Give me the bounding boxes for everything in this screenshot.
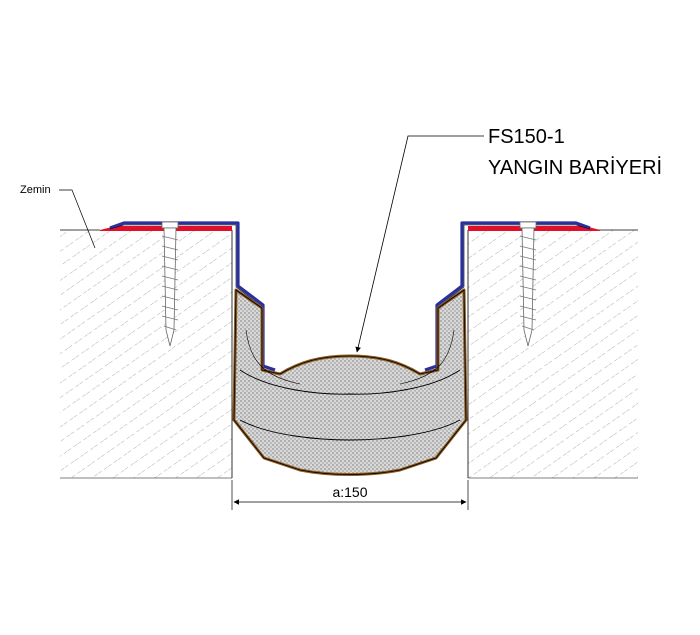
ground-label-group: Zemin: [20, 184, 96, 249]
dimension-group: a:150: [231, 480, 469, 510]
product-code: FS150-1: [488, 126, 565, 148]
product-callout: FS150-1 YANGIN BARİYERİ: [355, 126, 662, 353]
ground-label: Zemin: [20, 184, 51, 196]
dimension-label: a:150: [332, 484, 367, 500]
fire-barrier: [232, 288, 468, 476]
right-substrate: [467, 229, 638, 479]
left-screw-icon: [161, 221, 179, 347]
left-substrate: [60, 229, 233, 479]
right-screw-icon: [519, 221, 537, 347]
ground-leader-line: [59, 189, 96, 249]
product-name: YANGIN BARİYERİ: [488, 156, 662, 179]
callout-leader-line: [355, 135, 484, 353]
